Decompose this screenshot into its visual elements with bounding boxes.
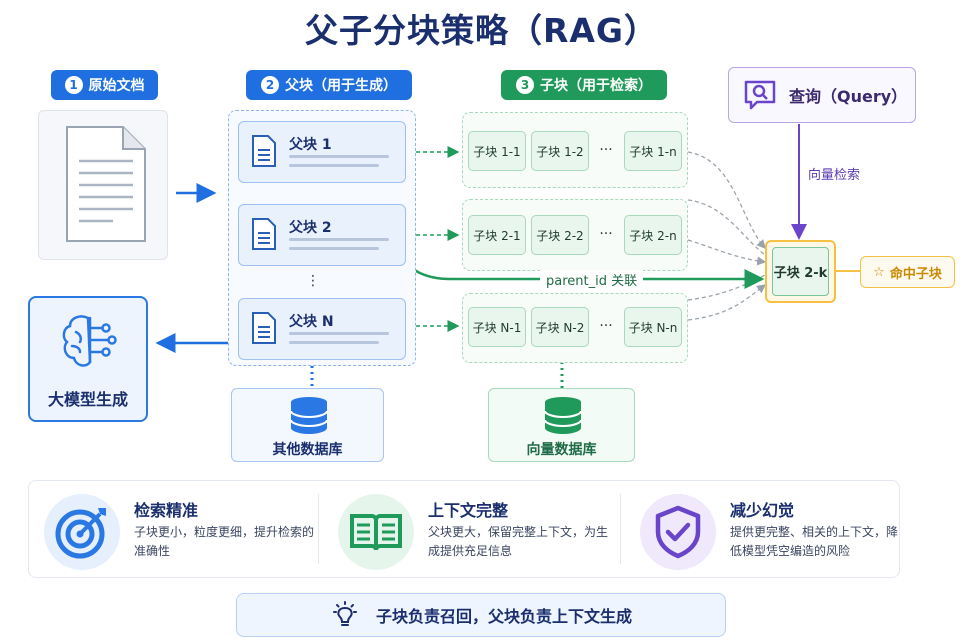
feature-title: 减少幻觉 (730, 501, 795, 520)
step-parent-chunks: 2 父块（用于生成） (246, 70, 412, 100)
text-line (289, 341, 379, 344)
file-icon (252, 312, 276, 344)
star-icon: ☆ (873, 264, 885, 280)
parent-ellipsis: ⋮ (306, 273, 320, 289)
feature-desc: 提供更完整、相关的上下文，降低模型凭空编造的风险 (730, 525, 899, 558)
hit-label: 命中子块 (889, 266, 942, 282)
vector-database: 向量数据库 (488, 388, 635, 462)
page-title: 父子分块策略（RAG） (304, 11, 659, 50)
child-ellipsis: ··· (599, 142, 613, 158)
other-database: 其他数据库 (231, 388, 384, 462)
database-icon (290, 397, 328, 434)
database-icon (544, 397, 582, 434)
child-ellipsis: ··· (599, 226, 613, 242)
child-chunk[interactable]: 子块 2-2 (531, 215, 589, 255)
file-icon (252, 218, 276, 250)
original-document-card (38, 110, 168, 260)
text-line (289, 238, 389, 241)
hit-chunk-label: 子块 2-k (772, 247, 829, 296)
hit-child-badge: ☆ 命中子块 (860, 256, 955, 288)
features-panel (28, 480, 900, 578)
step-label: 原始文档 (88, 78, 145, 94)
llm-label: 大模型生成 (47, 390, 128, 409)
text-line (289, 332, 389, 335)
feature-title: 上下文完整 (428, 501, 509, 520)
vector-search-label: 向量检索 (808, 168, 861, 183)
step-child-chunks: 3 子块（用于检索） (501, 70, 667, 100)
parent-chunk-1[interactable]: 父块 1 (238, 121, 406, 183)
child-chunk[interactable]: 子块 N-2 (531, 307, 589, 347)
llm-generation-box: 大模型生成 (28, 296, 148, 422)
lightbulb-icon (332, 601, 357, 626)
child-chunk[interactable]: 子块 N-n (624, 307, 682, 347)
child-ellipsis: ··· (599, 318, 613, 334)
child-chunk[interactable]: 子块 1-n (624, 131, 682, 171)
parent-chunk-label: 父块 1 (289, 137, 332, 153)
child-chunk[interactable]: 子块 2-n (624, 215, 682, 255)
feature-divider (318, 494, 319, 564)
hit-child-chunk[interactable]: 子块 2-k (765, 240, 836, 303)
query-label: 查询（Query） (789, 87, 908, 106)
step-label: 父块（用于生成） (285, 78, 397, 94)
parent-chunk-2[interactable]: 父块 2 (238, 204, 406, 266)
child-chunk[interactable]: 子块 1-1 (468, 131, 526, 171)
text-line (289, 164, 379, 167)
step-number: 2 (261, 76, 279, 94)
brain-circuit-icon (62, 315, 117, 367)
feature-divider (620, 494, 621, 564)
parent-chunk-label: 父块 N (289, 314, 334, 330)
book-icon (338, 494, 414, 570)
vector-database-label: 向量数据库 (526, 442, 597, 458)
feature-desc: 父块更大，保留完整上下文，为生成提供充足信息 (428, 525, 609, 558)
other-database-label: 其他数据库 (272, 442, 343, 458)
text-line (289, 155, 389, 158)
parent-chunk-label: 父块 2 (289, 220, 332, 236)
feature-title: 检索精准 (134, 501, 199, 520)
summary-text: 子块负责召回，父块负责上下文生成 (375, 607, 632, 626)
child-chunk[interactable]: 子块 N-1 (468, 307, 526, 347)
document-icon (66, 126, 146, 242)
parent-id-link-label: parent_id 关联 (540, 270, 644, 289)
child-chunk[interactable]: 子块 1-2 (531, 131, 589, 171)
step-number: 1 (64, 76, 83, 94)
child-chunk[interactable]: 子块 2-1 (468, 215, 526, 255)
feature-desc: 子块更小，粒度更细，提升检索的准确性 (134, 525, 315, 558)
step-number: 3 (516, 76, 534, 94)
search-chat-icon (744, 80, 776, 110)
step-original-doc: 1 原始文档 (51, 70, 158, 100)
query-box[interactable]: 查询（Query） (728, 67, 916, 123)
step-label: 子块（用于检索） (540, 78, 652, 94)
shield-check-icon (640, 494, 716, 570)
text-line (289, 247, 379, 250)
parent-chunk-n[interactable]: 父块 N (238, 298, 406, 360)
summary-banner: 子块负责召回，父块负责上下文生成 (236, 593, 726, 637)
file-icon (252, 135, 276, 167)
target-icon (44, 494, 120, 570)
